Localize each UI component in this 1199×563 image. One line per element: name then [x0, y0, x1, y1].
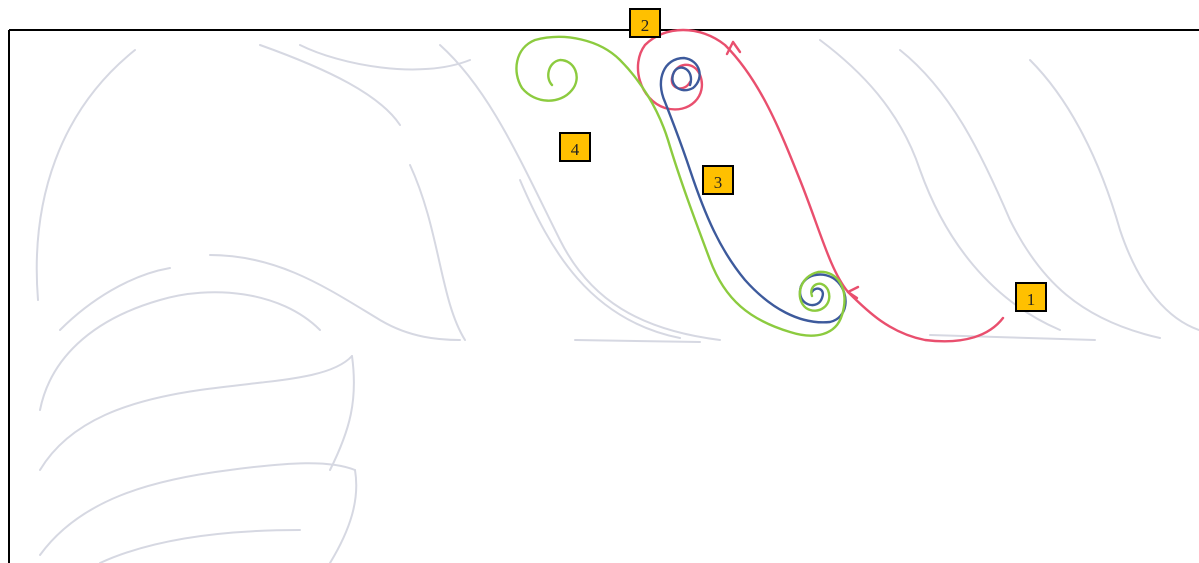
guide-curve	[519, 179, 681, 339]
guide-curve	[819, 39, 1061, 331]
pink-arrowhead	[846, 285, 860, 300]
guide-curve	[209, 254, 461, 341]
guide-curve	[439, 44, 721, 341]
guide-curve	[574, 339, 701, 343]
green-quilting-path	[515, 35, 846, 337]
guide-curve	[39, 462, 356, 556]
step-marker-1: 1	[1015, 282, 1047, 312]
guide-curve	[929, 334, 1096, 341]
step-marker-label: 1	[1026, 290, 1036, 309]
pink-quilting-path	[636, 28, 1005, 343]
guide-curve	[409, 164, 466, 341]
guide-curve	[1029, 59, 1199, 331]
guide-curve	[35, 49, 136, 301]
guide-curve	[259, 44, 401, 126]
step-marker-label: 3	[713, 173, 723, 192]
step-marker-label: 4	[570, 140, 580, 159]
pencil-guide-lines	[35, 39, 1199, 563]
guide-curve	[329, 469, 358, 563]
step-marker-2: 2	[629, 8, 661, 38]
step-marker-3: 3	[702, 165, 734, 195]
guide-curve	[899, 49, 1161, 339]
guide-curve	[99, 529, 301, 563]
guide-curve	[299, 44, 471, 71]
green-stroke-4	[515, 35, 846, 337]
diagram-frame	[8, 29, 1199, 563]
guide-curve	[39, 291, 321, 411]
guide-curve	[59, 267, 171, 331]
step-marker-label: 2	[640, 16, 650, 35]
pink-arrowhead	[725, 40, 742, 56]
guide-curve	[329, 355, 355, 471]
guide-curve	[39, 355, 353, 471]
step-marker-4: 4	[559, 132, 591, 162]
pink-stroke-1	[636, 28, 1005, 343]
